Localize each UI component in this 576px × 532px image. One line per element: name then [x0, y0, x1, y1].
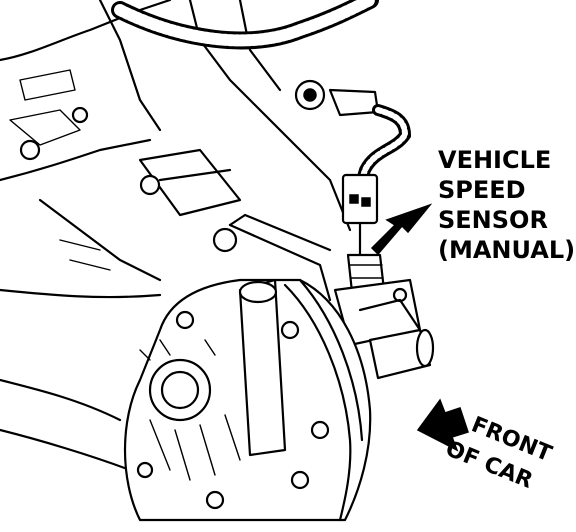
sensor-connector-wiring [294, 79, 412, 257]
callout-line-1: VEHICLE [438, 146, 551, 174]
callout-line-3: SENSOR [438, 206, 548, 234]
transmission-housing [123, 213, 372, 522]
wiring-harness [111, 0, 379, 50]
engine-block-outline [0, 0, 352, 472]
sensor-pointer-arrow [370, 203, 433, 256]
callout-label: VEHICLE SPEED SENSOR (MANUAL) [438, 146, 575, 264]
callout-line-4: (MANUAL) [438, 236, 575, 264]
speed-sensor [333, 253, 422, 347]
output-shaft [358, 298, 435, 380]
front-direction-arrow [416, 398, 469, 452]
callout-line-2: SPEED [438, 176, 526, 204]
